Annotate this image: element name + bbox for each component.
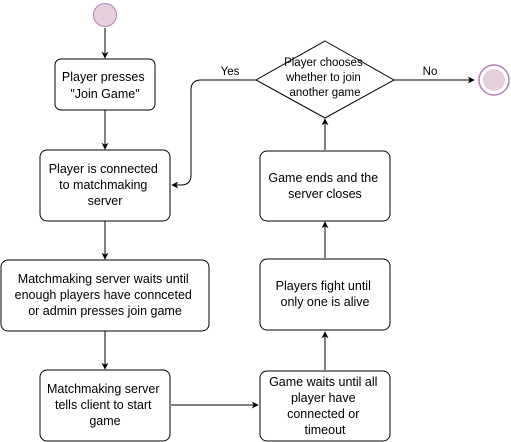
mm-waits-line-3: or admin presses join game — [28, 304, 182, 318]
join-game-text: Player presses "Join Game" — [62, 70, 148, 101]
mm-waits-text: Matchmaking server waits until enough pl… — [15, 272, 196, 318]
connected-line-2: to matchmaking — [59, 178, 147, 192]
players-fight-box — [259, 258, 391, 331]
decision-text: Player chooses whether to join another g… — [284, 57, 366, 99]
mm-waits-line-1: Matchmaking server waits until — [18, 272, 189, 286]
edges — [101, 28, 475, 409]
mm-tells-text: Matchmaking server tells client to start… — [47, 382, 163, 428]
join-game-line-1: Player presses — [62, 70, 145, 84]
mm-tells-line-2: tells client to start — [55, 398, 152, 412]
start-node — [93, 3, 117, 27]
game-ends-text: Game ends and the server closes — [268, 171, 381, 201]
edge-decision-yes-to-connected — [171, 79, 256, 189]
game-waits-line-4: timeout — [305, 423, 347, 437]
game-waits-text: Game waits until all player have connect… — [269, 375, 381, 437]
game-ends-line-2: server closes — [288, 187, 362, 201]
yes-label: Yes — [221, 66, 240, 78]
mm-tells-line-3: game — [89, 414, 120, 428]
decision-diamond — [254, 40, 396, 119]
start-node-outline — [93, 3, 117, 27]
connected-box — [39, 149, 171, 222]
decision-line-3: another game — [290, 87, 361, 99]
no-label: No — [423, 66, 438, 78]
connected-line-3: server — [88, 194, 123, 208]
join-game-box — [54, 58, 156, 111]
mm-tells-line-1: Matchmaking server — [47, 382, 160, 396]
game-ends-box — [259, 150, 391, 222]
players-fight-text: Players fight until only one is alive — [276, 279, 375, 309]
game-ends-line-1: Game ends and the — [268, 171, 378, 185]
join-game-line-2: "Join Game" — [70, 87, 139, 101]
connected-text: Player is connected to matchmaking serve… — [49, 162, 162, 208]
decision-line-2: whether to join — [285, 72, 361, 84]
mm-tells-box — [39, 369, 171, 442]
mm-waits-box — [0, 259, 210, 332]
game-waits-line-3: connected or — [287, 407, 359, 421]
players-fight-line-2: only one is alive — [281, 295, 370, 309]
mm-waits-line-2: enough players have connceted — [15, 288, 192, 302]
game-waits-line-2: player have — [291, 391, 356, 405]
game-waits-box — [259, 370, 391, 442]
end-node-inner — [483, 69, 505, 91]
connected-line-1: Player is connected — [49, 162, 158, 176]
decision-line-1: Player chooses — [284, 57, 363, 69]
players-fight-line-1: Players fight until — [276, 279, 371, 293]
game-waits-line-1: Game waits until all — [269, 375, 377, 389]
